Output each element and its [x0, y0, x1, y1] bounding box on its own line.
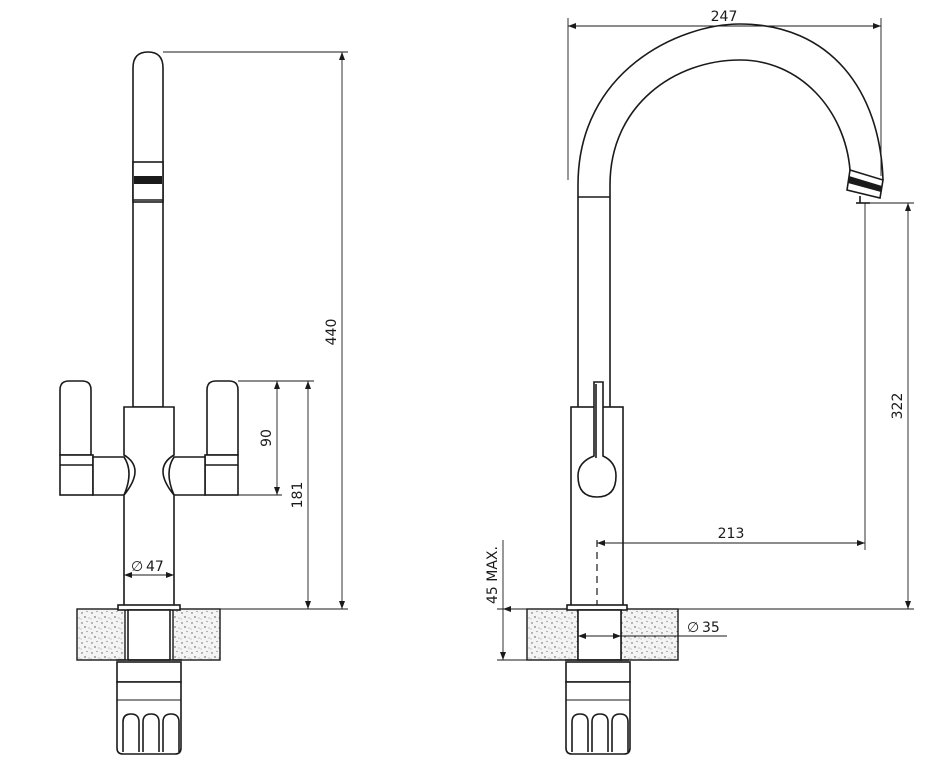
front-worktop-left: [76, 608, 126, 661]
side-worktop-right: [620, 608, 679, 661]
front-nut-top: [116, 661, 182, 683]
dim-hole-diameter-symbol: ∅: [687, 620, 699, 636]
dim-outlet-height: 322: [890, 393, 906, 420]
front-dimensions: 440 181 90 ∅ 47: [123, 51, 348, 610]
dim-lever-height: 90: [259, 429, 275, 447]
dim-hole-diameter: 35: [702, 620, 720, 636]
side-dimensions: 247 322 213 45 MAX. ∅ 35: [485, 9, 914, 661]
side-nut-castellation: [565, 681, 631, 755]
front-shank: [127, 609, 171, 661]
side-shank: [577, 609, 622, 661]
front-nut-castellation: [116, 681, 182, 755]
dim-body-height: 181: [290, 482, 306, 509]
front-right-arm: [168, 456, 206, 496]
dim-max-worktop: 45 MAX.: [485, 546, 501, 604]
side-lever: [577, 381, 617, 498]
side-nut-top: [565, 661, 631, 683]
front-right-lever: [206, 380, 239, 456]
front-worktop-right: [172, 608, 221, 661]
front-aerator-band: [134, 176, 162, 184]
dim-body-diameter: 47: [146, 559, 164, 575]
side-view: [526, 23, 884, 755]
front-view: [59, 51, 239, 755]
dim-body-diameter-symbol: ∅: [131, 559, 143, 575]
dim-overall-width: 247: [711, 9, 738, 25]
dim-overall-height: 440: [324, 319, 340, 346]
front-spout: [132, 51, 164, 408]
front-left-lever-base: [59, 454, 94, 496]
front-body: [123, 406, 175, 608]
front-left-lever: [59, 380, 92, 456]
side-aerator-band: [848, 176, 882, 192]
front-right-lever-base: [204, 454, 239, 496]
side-spout-inner: [609, 59, 851, 407]
front-left-arm: [92, 456, 130, 496]
dim-reach: 213: [718, 526, 745, 542]
side-worktop-left: [526, 608, 579, 661]
side-spout-outer: [577, 23, 884, 407]
